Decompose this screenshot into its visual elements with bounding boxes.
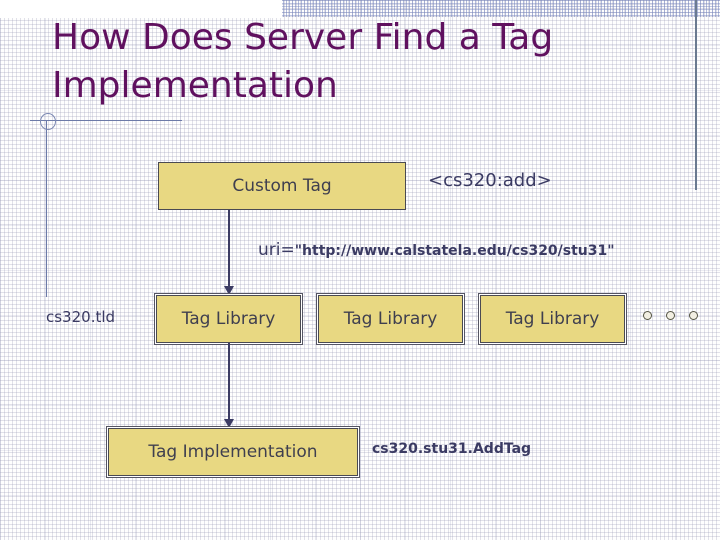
- node-tag-library-1: Tag Library: [156, 295, 301, 343]
- annotation-impl-class: cs320.stu31.AddTag: [372, 441, 532, 457]
- ellipsis-dot-2: [666, 311, 675, 320]
- arrow-head-down-icon: [224, 286, 234, 295]
- node-custom-tag: Custom Tag: [158, 162, 406, 210]
- node-tag-library-1-label: Tag Library: [181, 309, 276, 329]
- arrow-custom-tag-to-tag-library: [228, 210, 230, 288]
- decorative-vertical-rule: [46, 120, 47, 297]
- decorative-horizontal-rule: [30, 120, 182, 121]
- annotation-custom-tag-markup: <cs320:add>: [428, 170, 552, 191]
- ellipsis-dots: [643, 311, 698, 320]
- annotation-uri-value: "http://www.calstatela.edu/cs320/stu31": [294, 243, 615, 259]
- node-tag-library-3: Tag Library: [480, 295, 625, 343]
- arrow-head-down-icon: [224, 419, 234, 428]
- ellipsis-dot-3: [689, 311, 698, 320]
- annotation-uri: uri="http://www.calstatela.edu/cs320/stu…: [258, 240, 615, 260]
- decorative-right-rule: [695, 0, 697, 190]
- decorative-circle-icon: [40, 113, 56, 130]
- ellipsis-dot-1: [643, 311, 652, 320]
- node-tag-implementation-label: Tag Implementation: [148, 442, 318, 462]
- annotation-uri-key: uri=: [258, 240, 295, 260]
- node-tag-library-2-label: Tag Library: [343, 309, 438, 329]
- annotation-tld-file: cs320.tld: [46, 308, 116, 326]
- node-custom-tag-label: Custom Tag: [232, 176, 332, 196]
- node-tag-implementation: Tag Implementation: [108, 428, 358, 476]
- page-title: How Does Server Find a Tag Implementatio…: [52, 17, 554, 106]
- arrow-tag-library-to-tag-implementation: [228, 343, 230, 421]
- node-tag-library-2: Tag Library: [318, 295, 463, 343]
- node-tag-library-3-label: Tag Library: [505, 309, 600, 329]
